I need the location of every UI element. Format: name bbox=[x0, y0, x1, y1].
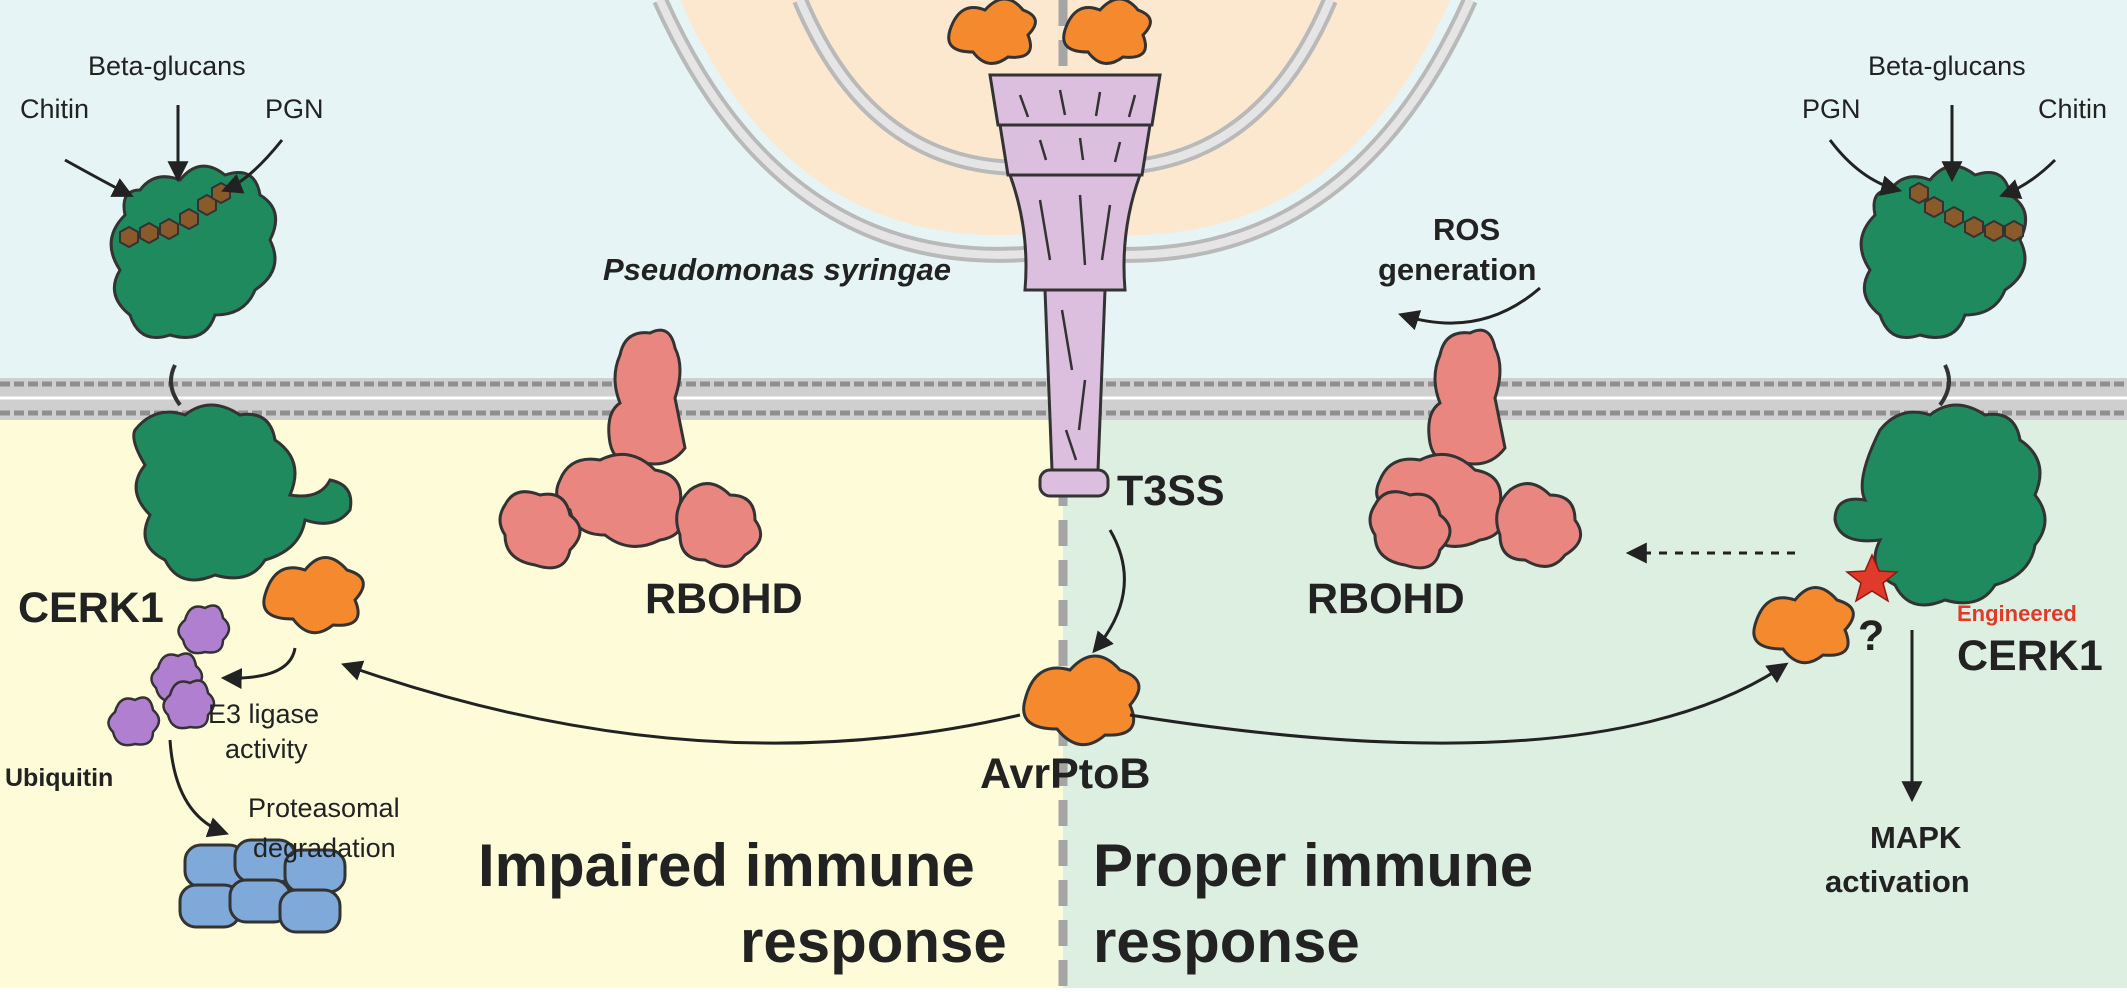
arrow-e3-ligase bbox=[220, 647, 297, 690]
label-proper-line2: response bbox=[1093, 908, 1360, 975]
ligand-chain-right bbox=[1909, 181, 2024, 243]
avrptob-secreted-right bbox=[1062, 0, 1152, 65]
label-cerk1-left: CERK1 bbox=[18, 584, 164, 632]
label-pgn-left: PGN bbox=[265, 94, 324, 124]
t3ss-apparatus bbox=[988, 73, 1162, 498]
arrow-pgn-right bbox=[1828, 139, 1903, 196]
rbohd-left bbox=[498, 328, 763, 570]
label-question: ? bbox=[1858, 612, 1884, 660]
label-cerk1-right: CERK1 bbox=[1957, 632, 2103, 680]
avrptob-unbound-right bbox=[1752, 586, 1855, 665]
label-proteasomal-line1: Proteasomal bbox=[248, 793, 400, 823]
label-e3-line2: activity bbox=[225, 734, 308, 764]
cerk1-left bbox=[109, 164, 353, 582]
label-mapk-line2: activation bbox=[1825, 864, 1970, 899]
label-engineered: Engineered bbox=[1957, 601, 2077, 626]
label-ubiquitin: Ubiquitin bbox=[5, 764, 113, 792]
label-pgn-right: PGN bbox=[1802, 94, 1861, 124]
label-beta-glucans-right: Beta-glucans bbox=[1868, 51, 2026, 81]
proteasome bbox=[178, 838, 347, 934]
label-pseudomonas: Pseudomonas syringae bbox=[603, 252, 951, 287]
label-chitin-left: Chitin bbox=[20, 94, 89, 124]
ubiquitin-chain bbox=[107, 604, 231, 747]
arrow-chitin-right bbox=[1999, 158, 2057, 200]
label-beta-glucans-left: Beta-glucans bbox=[88, 51, 246, 81]
label-impaired-line1: Impaired immune bbox=[478, 832, 975, 899]
arrows bbox=[64, 105, 2057, 838]
label-proper-line1: Proper immune bbox=[1093, 832, 1533, 899]
label-avrptob: AvrPtoB bbox=[980, 750, 1150, 798]
label-mapk-line1: MAPK bbox=[1870, 820, 1962, 855]
arrow-avrptob-to-cerk1-right bbox=[1129, 662, 1789, 745]
arrow-pgn-left bbox=[221, 139, 284, 194]
engineered-star bbox=[1844, 553, 1900, 603]
label-rbohd-left: RBOHD bbox=[645, 575, 803, 623]
arrow-avrptob-to-cerk1-left bbox=[341, 660, 1021, 745]
arrow-t3ss-effector bbox=[1092, 529, 1126, 654]
label-impaired-line2: response bbox=[740, 908, 1007, 975]
avrptob-central bbox=[1022, 654, 1141, 746]
label-ros-line2: generation bbox=[1378, 252, 1536, 287]
label-rbohd-right: RBOHD bbox=[1307, 575, 1465, 623]
label-proteasomal-line2: degradation bbox=[253, 833, 396, 863]
arrow-chitin-left bbox=[64, 158, 134, 197]
avrptob-bound-left bbox=[262, 556, 365, 635]
arrow-ros bbox=[1397, 286, 1541, 331]
label-ros-line1: ROS bbox=[1433, 212, 1500, 247]
label-chitin-right: Chitin bbox=[2038, 94, 2107, 124]
arrow-degradation bbox=[168, 739, 229, 838]
avrptob-secreted-left bbox=[947, 0, 1037, 65]
label-t3ss: T3SS bbox=[1117, 467, 1225, 515]
rbohd-right bbox=[1368, 328, 1583, 570]
cerk1-right bbox=[1833, 164, 2047, 607]
label-e3-line1: E3 ligase bbox=[208, 699, 319, 729]
